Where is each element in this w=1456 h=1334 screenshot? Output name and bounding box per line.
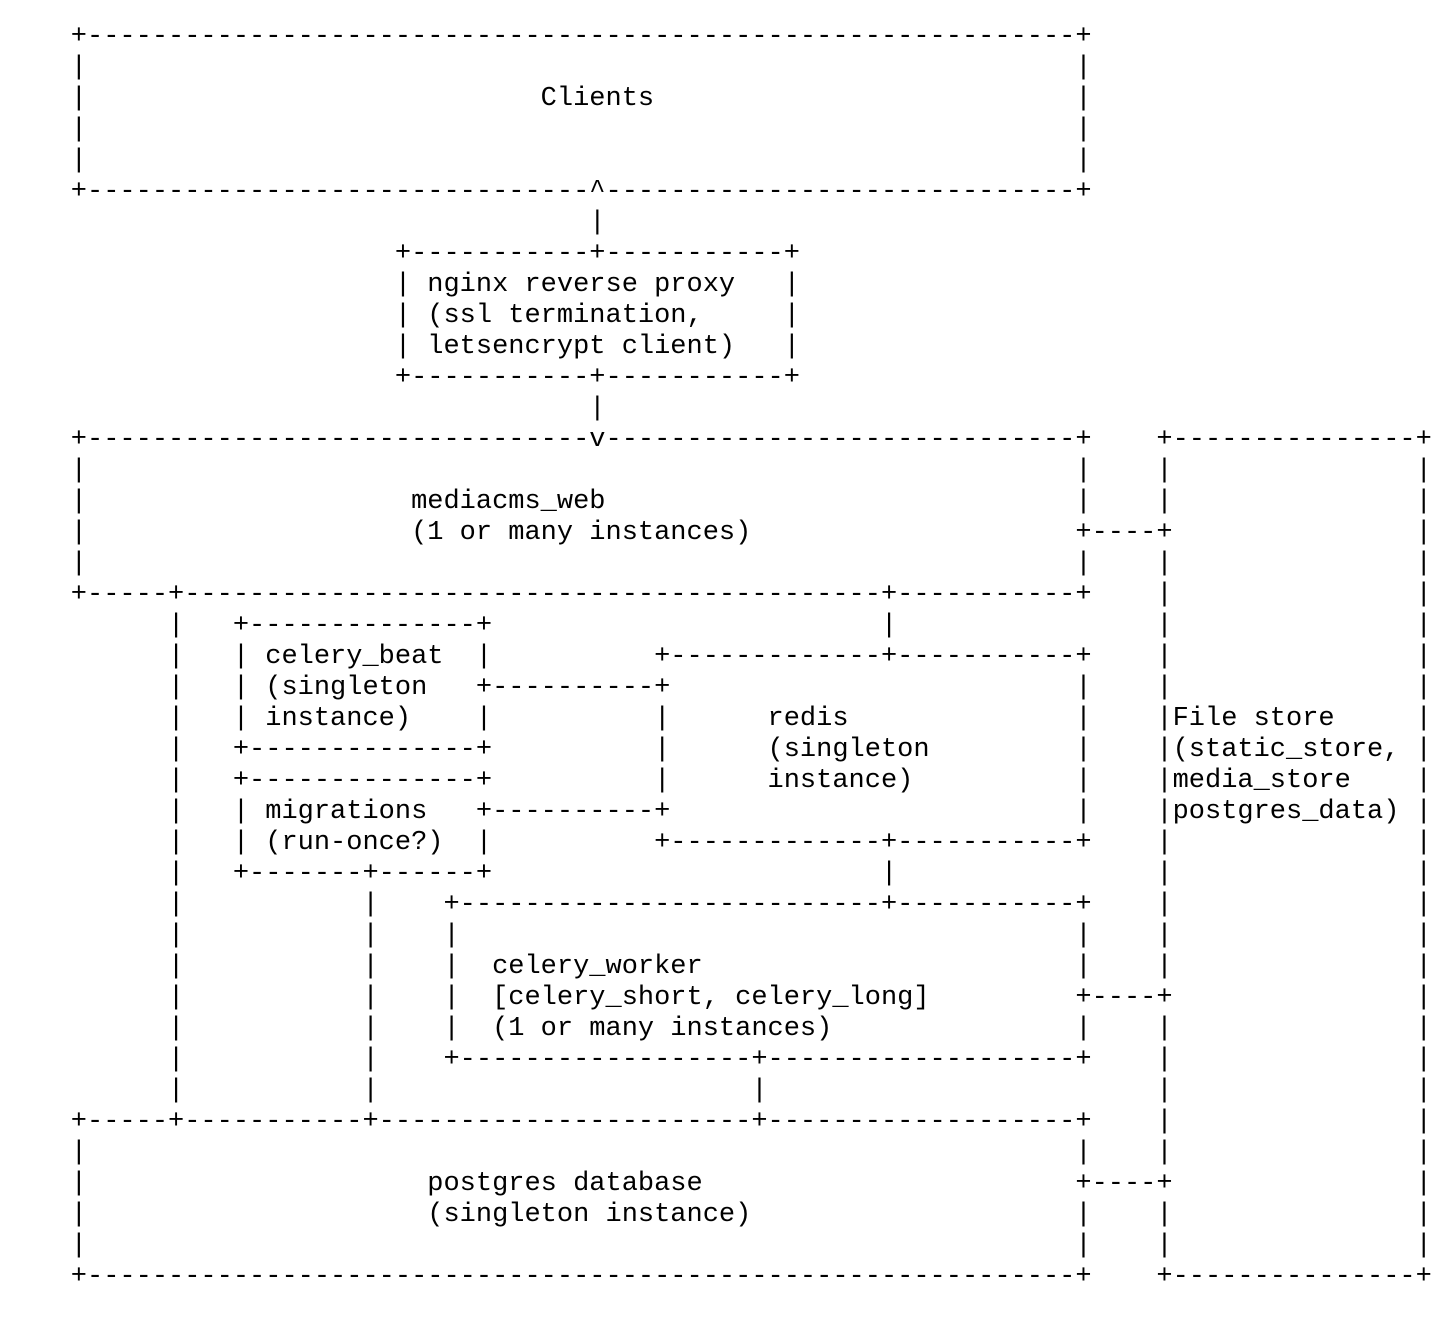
ascii-architecture-text: +---------------------------------------…	[70, 22, 1432, 1292]
